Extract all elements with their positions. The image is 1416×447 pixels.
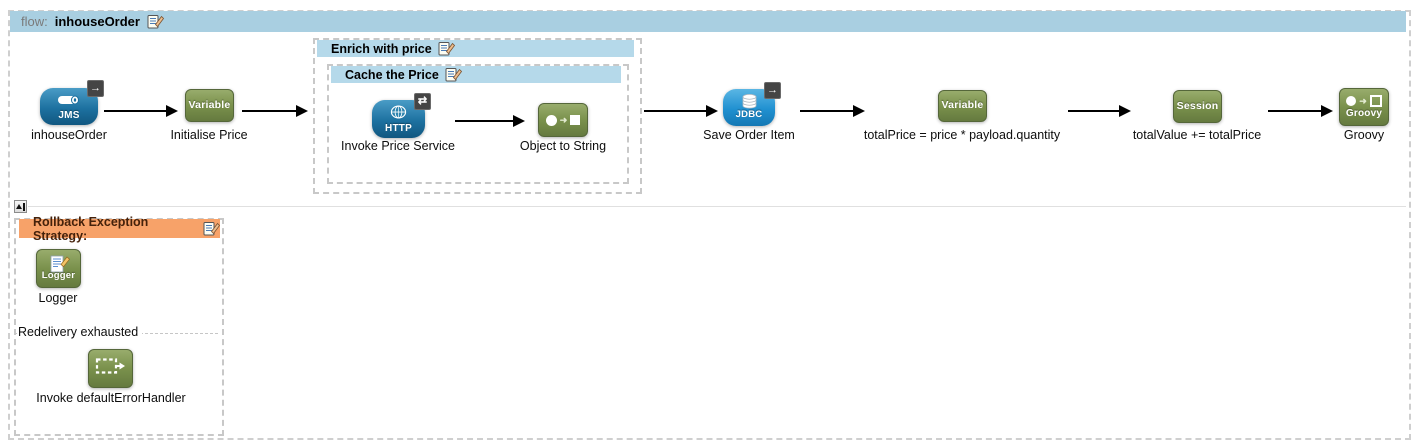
- jms-caption: inhouseOrder: [31, 128, 107, 142]
- flow-title-bar[interactable]: flow: inhouseOrder: [10, 11, 1406, 32]
- object-to-string-caption: Object to String: [519, 139, 607, 153]
- edit-icon[interactable]: [203, 221, 221, 236]
- variable-transformer[interactable]: Variable: [185, 89, 234, 122]
- enrich-scope-header[interactable]: Enrich with price: [317, 40, 634, 57]
- logger-caption: Logger: [38, 291, 78, 305]
- connector-arrow: [455, 115, 525, 127]
- logger-icon-label: Logger: [41, 270, 76, 282]
- logger-component[interactable]: Logger: [36, 249, 81, 288]
- redelivery-label: Redelivery exhausted: [17, 325, 143, 339]
- groovy-component[interactable]: ➜ Groovy: [1339, 88, 1389, 126]
- logger-document-icon: [47, 255, 71, 279]
- cache-scope-title: Cache the Price: [345, 67, 439, 82]
- object-to-string-transformer[interactable]: ➜: [538, 103, 588, 137]
- jms-queue-icon: [57, 92, 81, 110]
- groovy-icon-label: Groovy: [1345, 108, 1383, 119]
- flow-container[interactable]: [8, 10, 1411, 440]
- flow-ref-caption: Invoke defaultErrorHandler: [36, 391, 186, 405]
- jdbc-icon-label: JDBC: [735, 109, 763, 121]
- variable-caption: totalPrice = price * payload.quantity: [863, 128, 1061, 142]
- connector-arrow: [644, 105, 718, 117]
- object-to-string-icon: ➜: [545, 114, 581, 126]
- jdbc-caption: Save Order Item: [703, 128, 795, 142]
- section-divider: [28, 206, 1406, 207]
- collapse-bar-icon: [23, 202, 25, 211]
- connector-arrow: [1268, 105, 1333, 117]
- edit-icon[interactable]: [438, 41, 455, 56]
- session-variable-transformer[interactable]: Session: [1173, 90, 1222, 123]
- connector-arrow: [1068, 105, 1131, 117]
- variable-icon-label: Variable: [188, 98, 231, 111]
- globe-icon: [390, 105, 407, 125]
- collapse-arrow-icon: [16, 204, 23, 209]
- cache-scope-header[interactable]: Cache the Price: [331, 66, 621, 83]
- variable-icon-label: Variable: [941, 99, 984, 112]
- request-response-arrows-icon: ⇄: [414, 93, 431, 110]
- session-caption: totalValue += totalPrice: [1132, 128, 1262, 142]
- enrich-scope-title: Enrich with price: [331, 41, 432, 56]
- flow-ref-icon: [95, 356, 126, 381]
- http-endpoint[interactable]: HTTP: [372, 100, 425, 138]
- groovy-caption: Groovy: [1343, 128, 1385, 142]
- edit-icon[interactable]: [445, 67, 462, 82]
- connector-arrow: [800, 105, 865, 117]
- database-icon: [740, 94, 759, 114]
- http-caption: Invoke Price Service: [341, 139, 455, 153]
- exception-strategy-header[interactable]: Rollback Exception Strategy:: [19, 215, 221, 243]
- flow-title: inhouseOrder: [54, 14, 140, 29]
- collapse-toggle[interactable]: [14, 200, 27, 213]
- variable-caption: Initialise Price: [170, 128, 248, 142]
- session-icon-label: Session: [1176, 99, 1219, 112]
- variable-transformer[interactable]: Variable: [938, 90, 987, 122]
- one-way-arrow-icon: →: [764, 82, 781, 99]
- http-icon-label: HTTP: [385, 122, 412, 134]
- connector-arrow: [104, 105, 178, 117]
- one-way-arrow-icon: →: [87, 80, 104, 97]
- connector-arrow: [242, 105, 308, 117]
- redelivery-separator: Redelivery exhausted: [15, 325, 218, 339]
- flow-ref-component[interactable]: [88, 349, 133, 388]
- groovy-script-icon: ➜: [1346, 95, 1382, 107]
- jms-icon-label: JMS: [58, 110, 80, 121]
- flow-label-prefix: flow:: [21, 14, 48, 29]
- jms-endpoint[interactable]: JMS: [40, 88, 98, 125]
- edit-icon[interactable]: [147, 14, 165, 29]
- exception-strategy-title: Rollback Exception Strategy:: [33, 214, 149, 243]
